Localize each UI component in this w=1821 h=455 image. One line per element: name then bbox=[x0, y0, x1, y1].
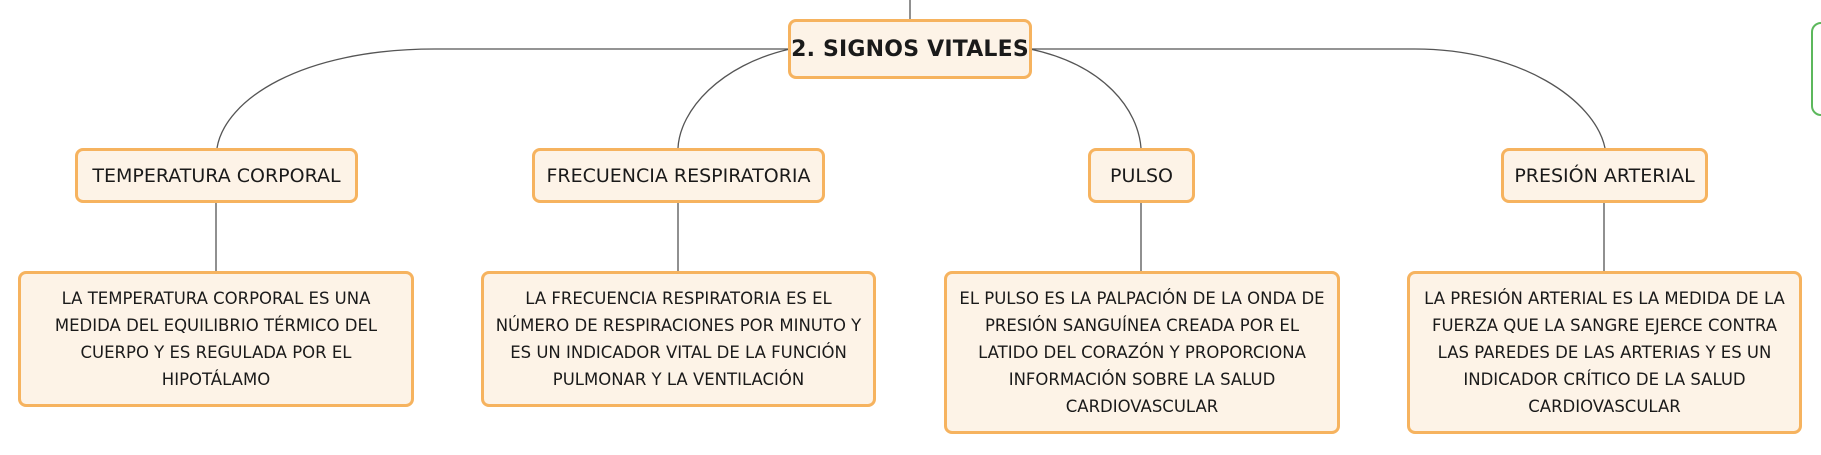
topic-node-temperatura-corporal[interactable]: TEMPERATURA CORPORAL bbox=[75, 148, 358, 203]
description-text: LA PRESIÓN ARTERIAL ES LA MEDIDA DE LA F… bbox=[1424, 289, 1785, 416]
description-node-temperatura-corporal[interactable]: LA TEMPERATURA CORPORAL ES UNA MEDIDA DE… bbox=[18, 271, 414, 407]
topic-label: PRESIÓN ARTERIAL bbox=[1514, 164, 1695, 187]
description-node-frecuencia-respiratoria[interactable]: LA FRECUENCIA RESPIRATORIA ES EL NÚMERO … bbox=[481, 271, 876, 407]
connector-root-presion bbox=[1030, 48, 1606, 149]
root-node-label: 2. SIGNOS VITALES bbox=[791, 36, 1029, 62]
connector-root-temperatura bbox=[216, 48, 790, 149]
topic-node-presion-arterial[interactable]: PRESIÓN ARTERIAL bbox=[1501, 148, 1708, 203]
topic-label: PULSO bbox=[1110, 164, 1173, 187]
adjacent-node-edge[interactable] bbox=[1811, 22, 1821, 116]
description-text: LA FRECUENCIA RESPIRATORIA ES EL NÚMERO … bbox=[495, 289, 862, 389]
description-node-presion-arterial[interactable]: LA PRESIÓN ARTERIAL ES LA MEDIDA DE LA F… bbox=[1407, 271, 1802, 434]
root-node[interactable]: 2. SIGNOS VITALES bbox=[788, 19, 1032, 79]
topic-label: TEMPERATURA CORPORAL bbox=[92, 164, 341, 187]
description-node-pulso[interactable]: EL PULSO ES LA PALPACIÓN DE LA ONDA DE P… bbox=[944, 271, 1340, 434]
topic-label: FRECUENCIA RESPIRATORIA bbox=[546, 164, 811, 187]
topic-node-pulso[interactable]: PULSO bbox=[1088, 148, 1195, 203]
description-text: EL PULSO ES LA PALPACIÓN DE LA ONDA DE P… bbox=[959, 289, 1325, 416]
connector-root-frecuencia bbox=[677, 48, 791, 149]
topic-node-frecuencia-respiratoria[interactable]: FRECUENCIA RESPIRATORIA bbox=[532, 148, 825, 203]
description-text: LA TEMPERATURA CORPORAL ES UNA MEDIDA DE… bbox=[54, 289, 378, 389]
connector-root-pulso bbox=[1029, 48, 1142, 149]
